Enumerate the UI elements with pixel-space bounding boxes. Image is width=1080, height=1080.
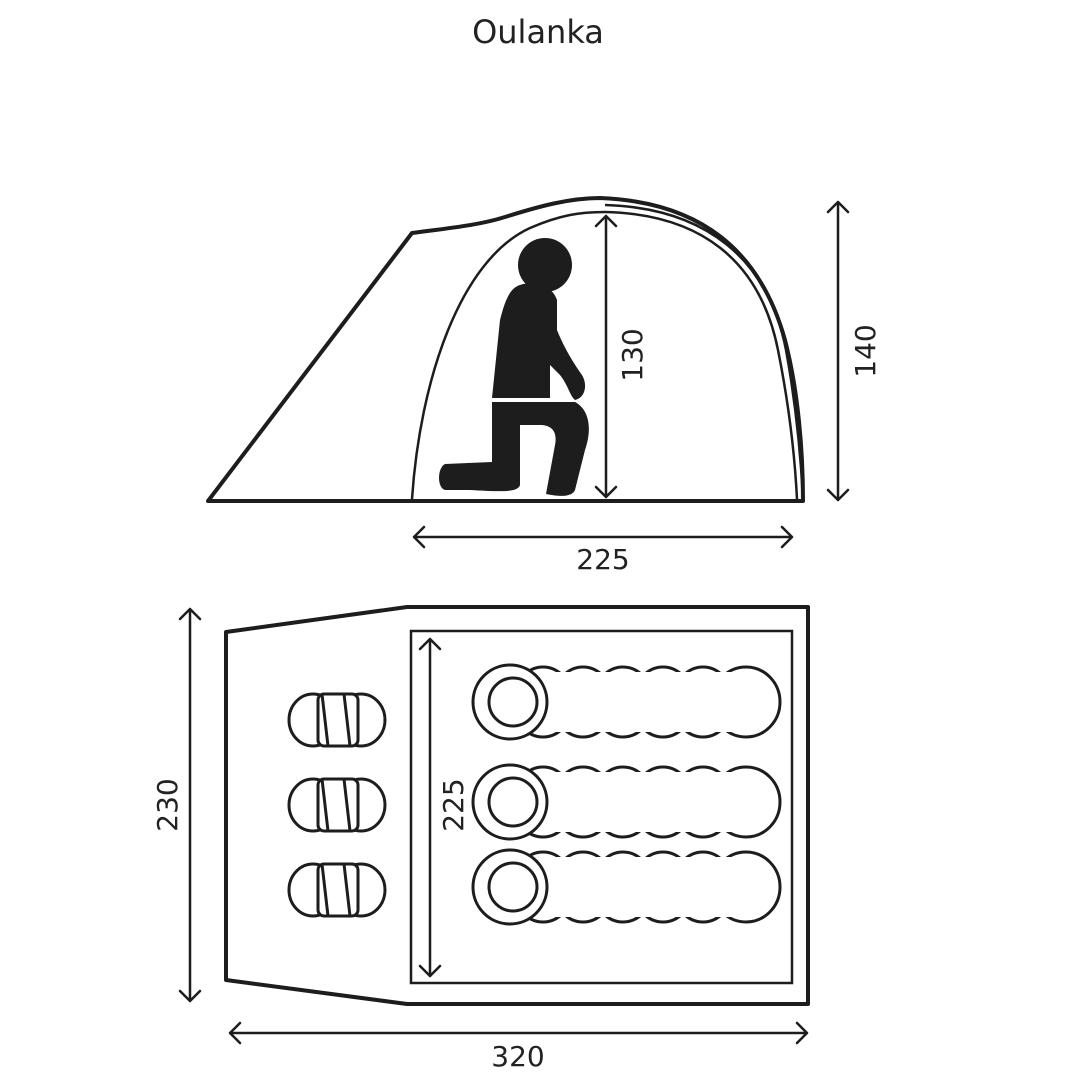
tent-footprint-outline	[224, 605, 810, 1006]
inner-width-label: 225	[437, 778, 470, 831]
outer-length-dimension: 320	[228, 1021, 809, 1073]
inner-length-label: 225	[576, 543, 629, 576]
outer-width-label: 230	[151, 778, 184, 831]
inner-tent-arch-double	[604, 203, 805, 500]
inner-length-dimension: 225	[412, 525, 794, 576]
inner-height-dimension: 130	[594, 214, 649, 499]
inner-height-label: 130	[616, 328, 649, 381]
inner-tent-arch	[410, 210, 799, 500]
pillow-icon	[487, 676, 539, 728]
inner-width-dimension: 225	[418, 637, 470, 978]
kneeling-person-icon	[439, 238, 589, 496]
sleeping-bag-icon	[471, 763, 782, 841]
top-view: 230 225 320	[151, 605, 810, 1073]
shoes-icon	[287, 777, 387, 833]
outer-length-label: 320	[491, 1040, 544, 1073]
sleeping-bag-icon	[471, 848, 782, 926]
shoes-icon	[287, 692, 387, 748]
pillow-icon	[487, 861, 539, 913]
sleeping-bag-icon	[471, 663, 782, 741]
tent-outer-outline	[206, 196, 805, 503]
diagram-title: Oulanka	[472, 13, 604, 51]
pillow-icon	[487, 776, 539, 828]
outer-height-dimension: 140	[826, 200, 882, 502]
outer-width-dimension: 230	[151, 607, 202, 1003]
shoes-icon	[287, 862, 387, 918]
outer-height-label: 140	[849, 324, 882, 377]
side-view: 130 140 225	[206, 196, 882, 576]
inner-tent-footprint	[409, 629, 794, 985]
